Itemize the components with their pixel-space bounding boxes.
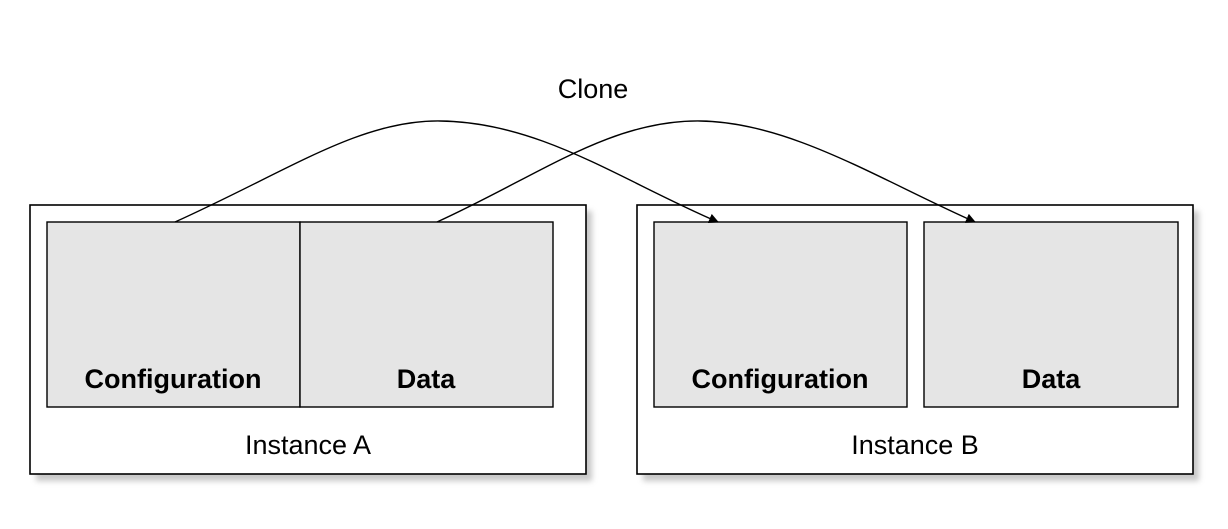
clone-label: Clone	[558, 74, 629, 104]
configuration-clone-arrow	[174, 120, 719, 224]
instance-a-configuration-label: Configuration	[85, 364, 262, 394]
instance-a-configuration-box	[46, 221, 301, 408]
instance-b-label: Instance B	[851, 430, 979, 460]
instance-b-configuration-box	[653, 221, 908, 408]
instance-b-data-box	[923, 221, 1179, 408]
instance-a-data-box	[299, 221, 554, 408]
instance-b-data-label: Data	[1022, 364, 1082, 394]
instance-a-label: Instance A	[245, 430, 371, 460]
instance-b: Configuration Data Instance B	[636, 204, 1199, 481]
instance-b-configuration-label: Configuration	[692, 364, 869, 394]
instance-a-data-label: Data	[397, 364, 457, 394]
instance-a: Configuration Data Instance A	[29, 204, 592, 481]
data-clone-arrow	[436, 120, 976, 223]
